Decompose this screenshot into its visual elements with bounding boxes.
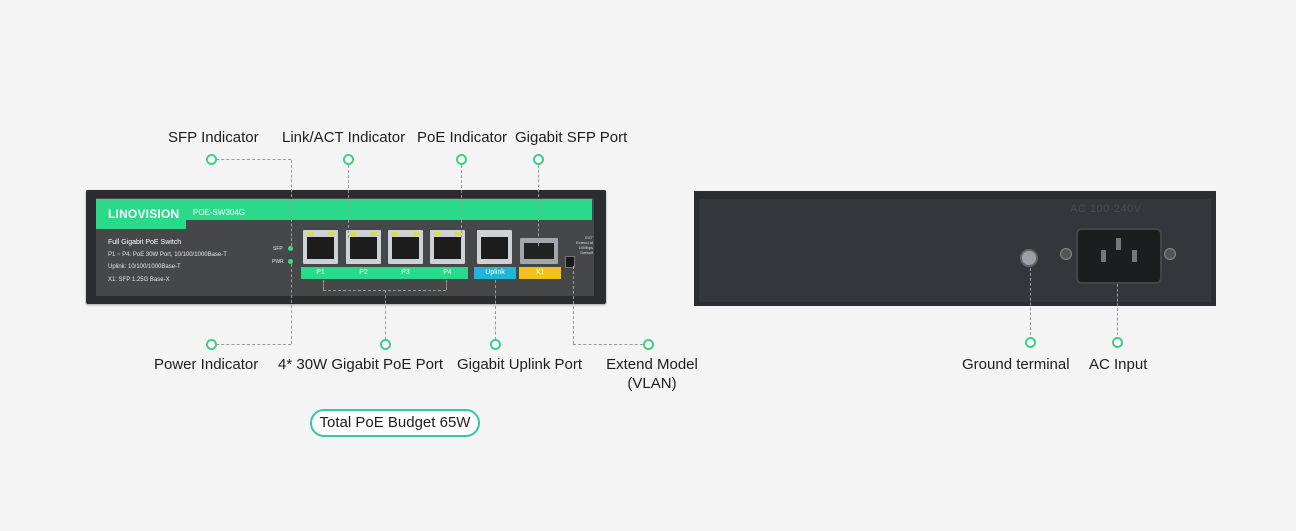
spec-line-uplink: Uplink: 10/100/1000Base-T — [108, 264, 181, 270]
power-indicator-dot — [206, 339, 217, 350]
ac-mount-screw-right — [1164, 248, 1176, 260]
link-act-leader — [348, 160, 349, 238]
sfp-port-leader — [538, 160, 539, 246]
sfp-port — [520, 238, 558, 264]
port-label-p4: P4 — [443, 269, 452, 276]
label-ground-terminal: Ground terminal — [962, 356, 1070, 373]
ac-input-dot — [1112, 337, 1123, 348]
ac-mount-screw-left — [1060, 248, 1072, 260]
rj45-port-p1 — [303, 230, 338, 264]
default-label: Default — [580, 250, 593, 255]
label-link-act-indicator: Link/ACT Indicator — [282, 129, 406, 146]
sfp-indicator-leader — [291, 160, 292, 246]
port-label-uplink: Uplink — [485, 269, 505, 276]
ext-title: EXT — [585, 235, 593, 240]
poe-port-strip — [301, 267, 468, 279]
rj45-port-uplink — [477, 230, 512, 264]
spec-line-ports: P1 ~ P4: PoE 30W Port, 10/100/1000Base-T — [108, 252, 227, 258]
poe-bracket-h — [323, 290, 446, 291]
sfp-led-label: SFP — [273, 246, 283, 252]
uplink-strip — [474, 267, 516, 279]
label-poe-ports: 4* 30W Gigabit PoE Port — [278, 356, 444, 373]
label-gigabit-sfp-port: Gigabit SFP Port — [515, 129, 628, 146]
ext-label: EXT Extend at 10Mbps Default — [567, 235, 593, 255]
poe-indicator-dot — [456, 154, 467, 165]
brand-box — [96, 199, 186, 229]
ground-terminal-screw — [1020, 249, 1038, 267]
label-extend-model-line2: (VLAN) — [627, 375, 677, 392]
poe-ports-leader — [385, 290, 386, 345]
rj45-port-p3 — [388, 230, 423, 264]
port-label-p1: P1 — [316, 269, 325, 276]
x1-strip — [519, 267, 561, 279]
pwr-led-label: PWR — [272, 259, 284, 265]
brand-bar — [96, 199, 592, 220]
poe-bracket-right — [446, 280, 447, 290]
ext-subtitle: Extend at 10Mbps — [576, 240, 593, 250]
spec-line-sfp: X1: SFP 1.25G Base-X — [108, 277, 170, 283]
label-ac-input: AC Input — [1089, 356, 1148, 373]
rj45-port-p2 — [346, 230, 381, 264]
poe-bracket-left — [323, 280, 324, 290]
extend-leader — [573, 266, 574, 344]
ac-input-leader — [1117, 284, 1118, 340]
sfp-port-dot — [533, 154, 544, 165]
label-extend-model: Extend Model (VLAN) — [602, 356, 702, 392]
label-uplink-port: Gigabit Uplink Port — [457, 356, 583, 373]
uplink-dot — [490, 339, 501, 350]
power-indicator-leader — [291, 264, 292, 344]
label-power-indicator: Power Indicator — [154, 356, 259, 373]
power-indicator-leader-h — [211, 344, 291, 345]
label-sfp-indicator: SFP Indicator — [168, 129, 259, 146]
sfp-indicator-leader-h — [211, 159, 291, 160]
port-label-x1: X1 — [535, 269, 545, 276]
extend-mode-switch — [565, 256, 575, 268]
sfp-indicator-dot — [206, 154, 217, 165]
extend-leader-h — [573, 344, 648, 345]
sfp-led — [288, 246, 293, 251]
poe-ports-dot — [380, 339, 391, 350]
model-number: POE-SW304G — [193, 208, 246, 217]
extend-dot — [643, 339, 654, 350]
spec-title: Full Gigabit PoE Switch — [108, 239, 182, 246]
rj45-port-p4 — [430, 230, 465, 264]
rear-voltage-label: AC 100-240V — [1070, 203, 1142, 215]
link-act-dot — [343, 154, 354, 165]
ground-leader — [1030, 268, 1031, 340]
port-label-p2: P2 — [359, 269, 368, 276]
port-label-p3: P3 — [401, 269, 410, 276]
ground-dot — [1025, 337, 1036, 348]
label-extend-model-line1: Extend Model — [606, 356, 698, 373]
ac-power-socket — [1076, 228, 1162, 284]
brand-logo: LINOVISION — [108, 207, 180, 221]
poe-budget-badge: Total PoE Budget 65W — [310, 409, 480, 437]
label-poe-indicator: PoE Indicator — [417, 129, 508, 146]
pwr-led — [288, 259, 293, 264]
uplink-leader — [495, 280, 496, 345]
poe-indicator-leader — [461, 160, 462, 238]
